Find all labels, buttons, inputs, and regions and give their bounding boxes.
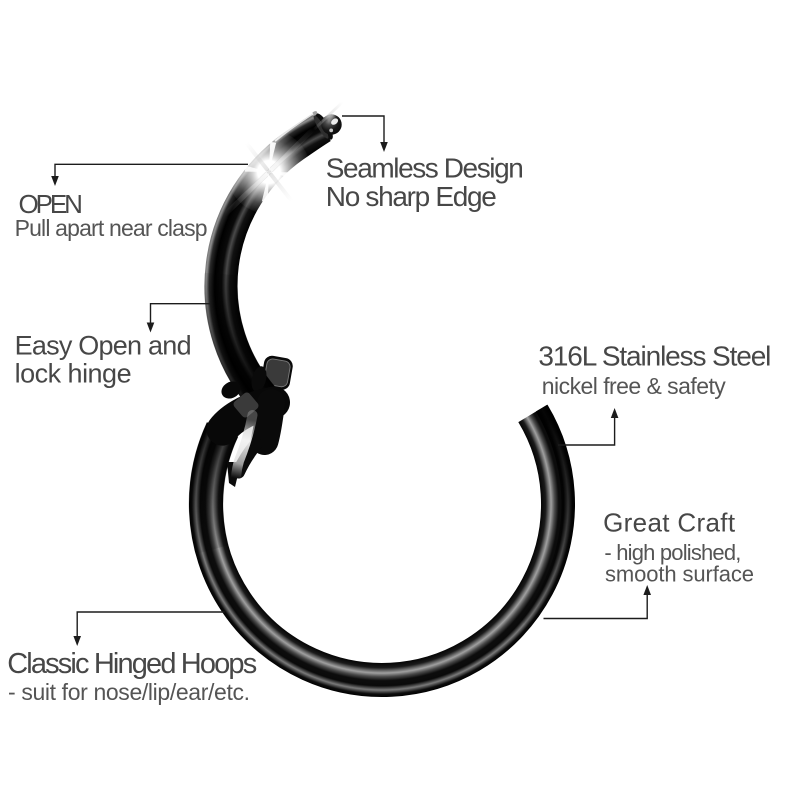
svg-text:316L Stainless Steel: 316L Stainless Steel [538, 341, 771, 372]
svg-text:Great Craft: Great Craft [603, 508, 736, 538]
svg-text:Easy Open and: Easy Open and [15, 331, 192, 361]
svg-text:Seamless Design: Seamless Design [326, 152, 524, 183]
svg-text:nickel free & safety: nickel free & safety [542, 373, 727, 399]
svg-text:lock hinge: lock hinge [15, 358, 132, 388]
svg-text:OPEN: OPEN [19, 189, 83, 219]
svg-text:- suit for nose/lip/ear/etc.: - suit for nose/lip/ear/etc. [8, 679, 250, 705]
svg-text:Pull apart near clasp: Pull apart near clasp [15, 215, 208, 241]
svg-text:No sharp Edge: No sharp Edge [326, 181, 497, 212]
svg-text:smooth surface: smooth surface [605, 562, 754, 587]
svg-text:- high polished,: - high polished, [604, 540, 741, 565]
svg-text:Classic Hinged Hoops: Classic Hinged Hoops [7, 648, 257, 680]
